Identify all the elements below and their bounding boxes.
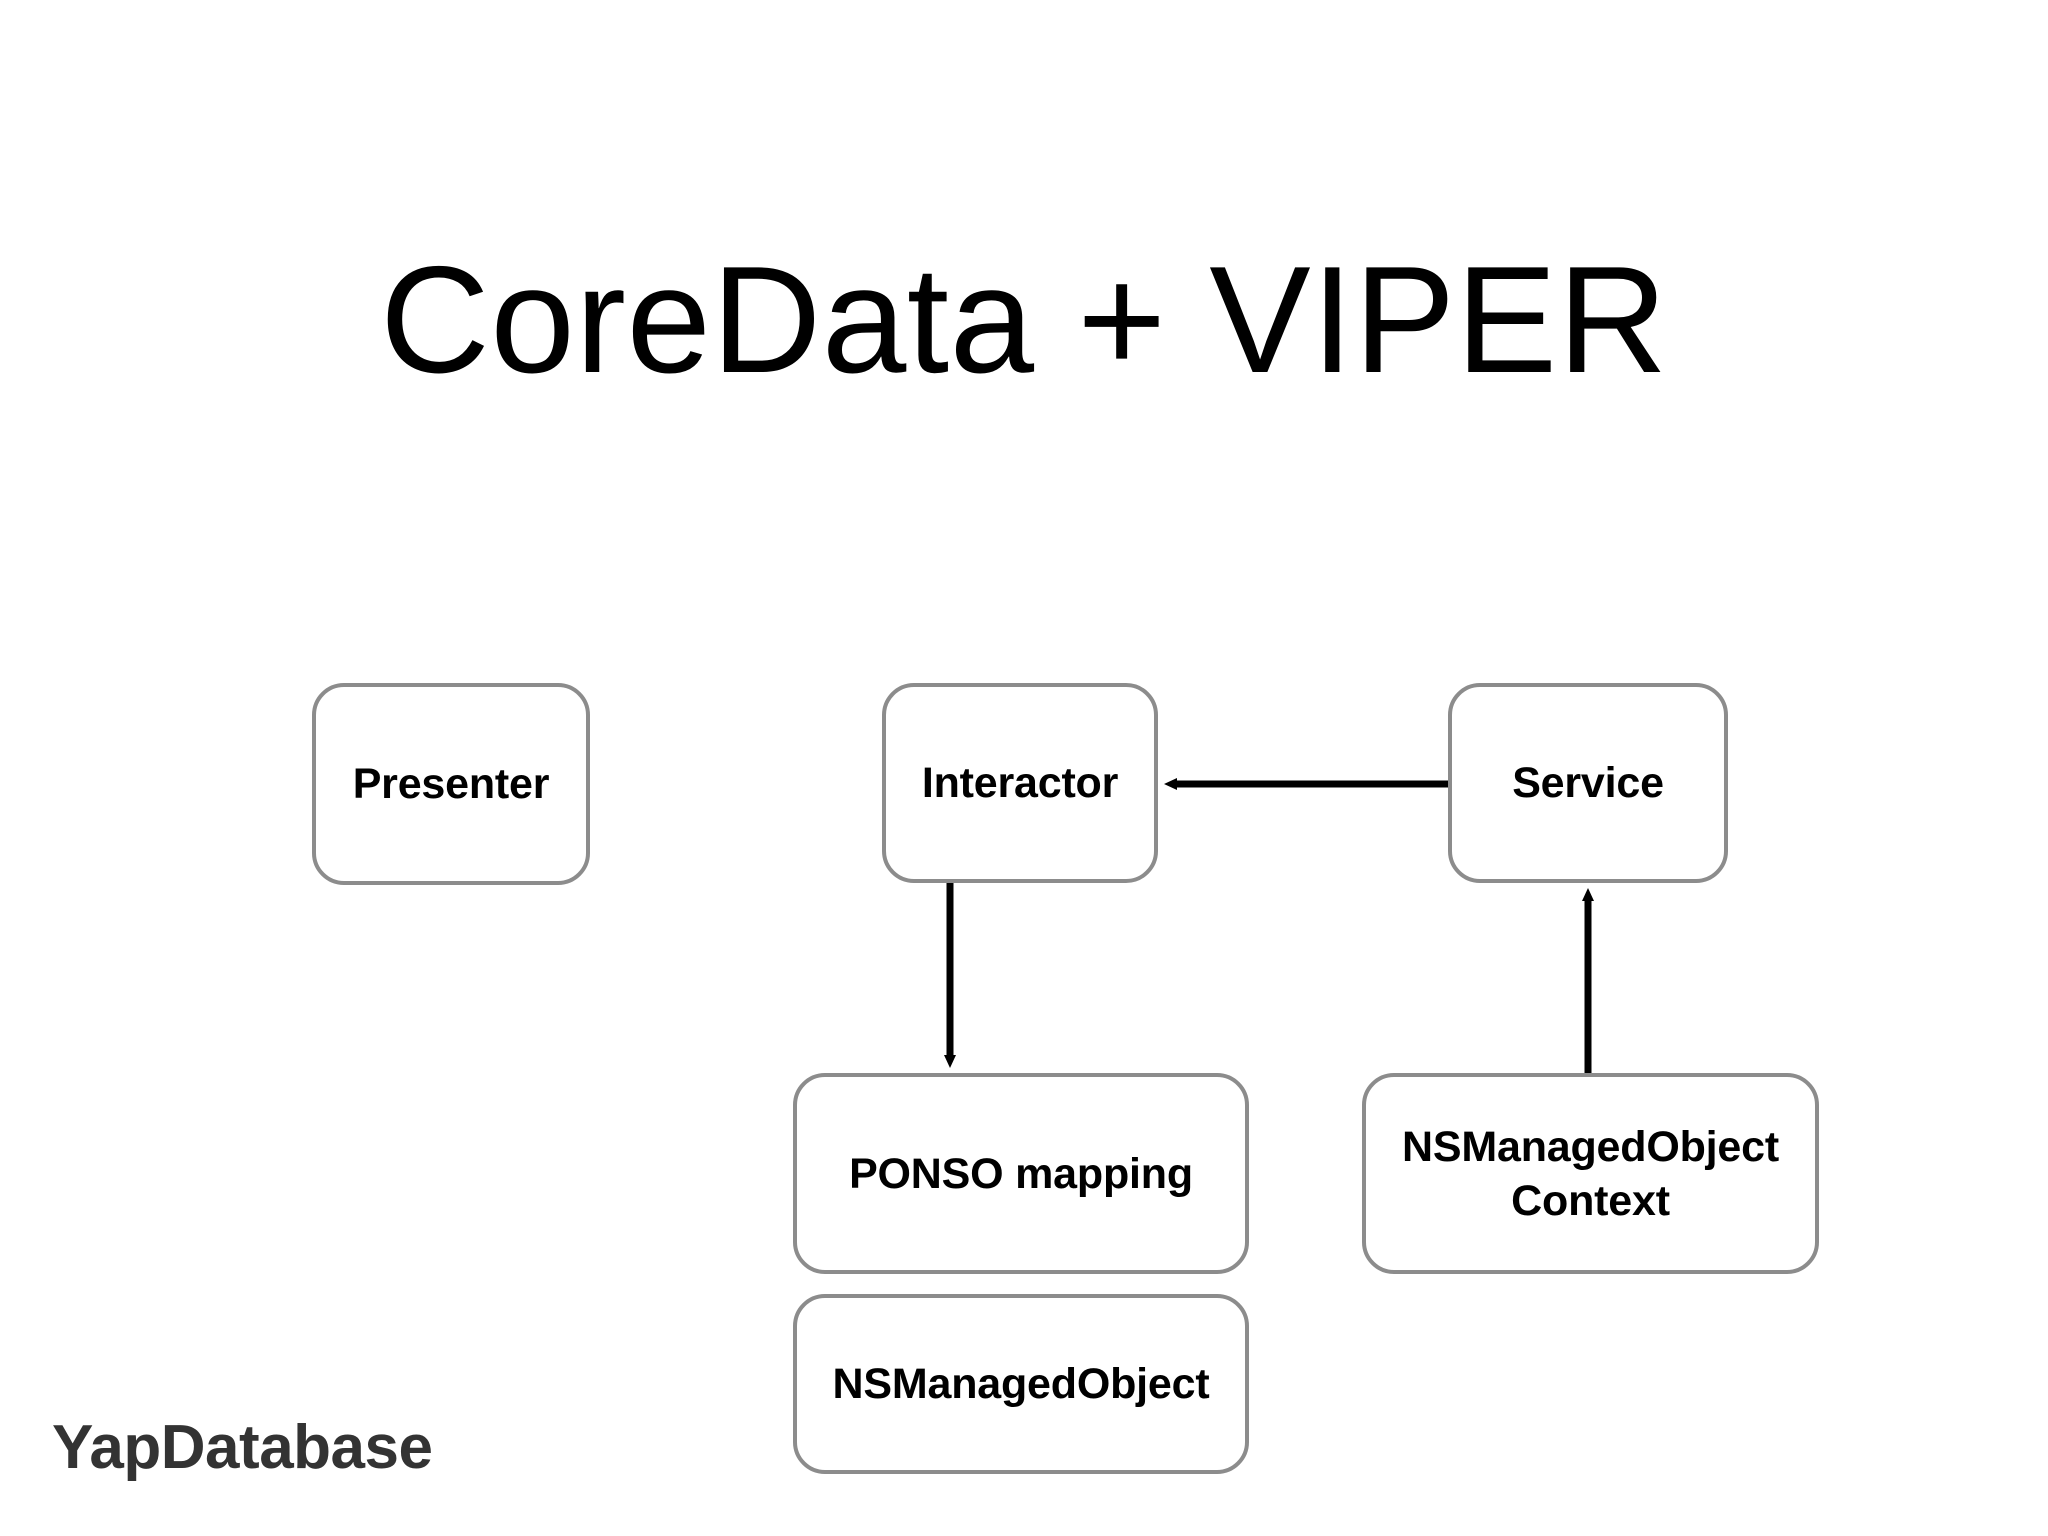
node-service[interactable]: Service: [1448, 683, 1728, 883]
node-interactor-label: Interactor: [921, 759, 1119, 807]
node-nsmanagedobject[interactable]: NSManagedObject: [793, 1294, 1249, 1474]
node-nsmanagedobjectcontext[interactable]: NSManagedObject Context: [1362, 1073, 1819, 1274]
node-service-label: Service: [1512, 759, 1664, 807]
node-interactor[interactable]: Interactor: [882, 683, 1158, 883]
brand-label: YapDatabase: [52, 1413, 433, 1482]
node-presenter-label: Presenter: [352, 760, 550, 808]
node-ponso-mapping[interactable]: PONSO mapping: [793, 1073, 1249, 1274]
node-ponso-mapping-label: PONSO mapping: [849, 1149, 1193, 1198]
page-title: CoreData + VIPER: [380, 234, 1668, 405]
node-nsmanagedobjectcontext-label: NSManagedObject Context: [1402, 1122, 1779, 1225]
node-presenter[interactable]: Presenter: [312, 683, 590, 885]
node-nsmanagedobject-label: NSManagedObject: [832, 1360, 1210, 1408]
